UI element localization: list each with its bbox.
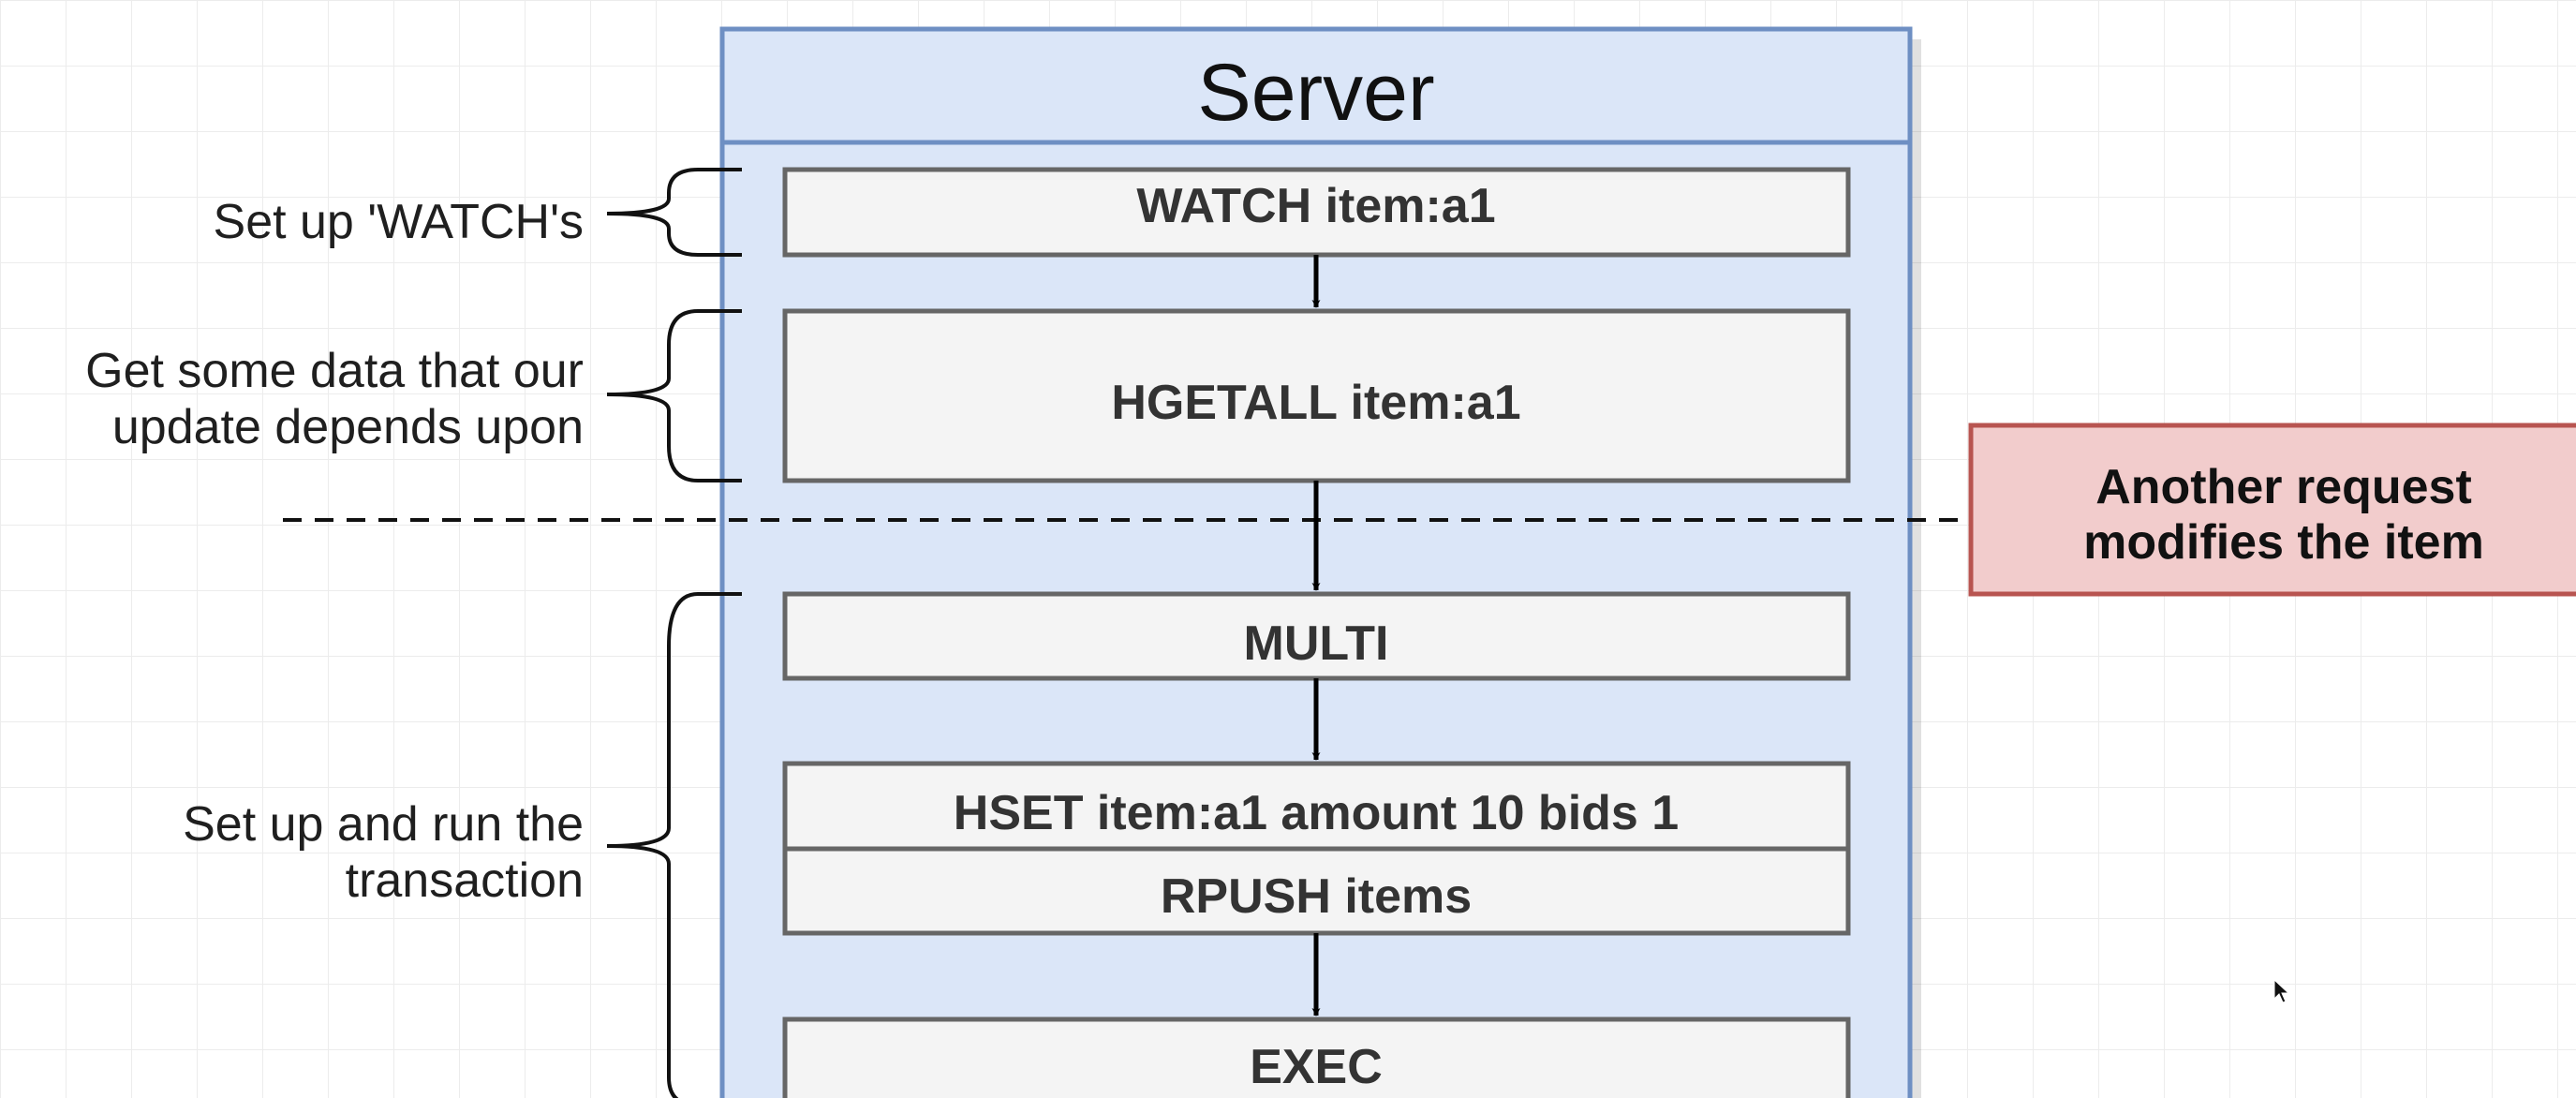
- hgetall-box-rect: [782, 308, 1851, 483]
- exec-command-label: EXEC: [1250, 1040, 1383, 1094]
- transaction-bracket-label-line-2: transaction: [346, 853, 584, 908]
- rpush-box-rect: [782, 846, 1851, 936]
- watch-box-rect: [782, 167, 1851, 258]
- hgetall-command-label: HGETALL item:a1: [1111, 376, 1520, 430]
- mouse-cursor-icon: [2273, 978, 2290, 1003]
- note-line-2: modifies the item: [2083, 515, 2484, 570]
- data-curly-brace: [606, 309, 742, 482]
- data-bracket-label-line-2: update depends upon: [112, 400, 584, 454]
- watch-box[interactable]: WATCH item:a1: [782, 167, 1851, 258]
- multi-command-label: MULTI: [1244, 616, 1389, 671]
- hgetall-box[interactable]: HGETALL item:a1: [782, 308, 1851, 483]
- another-request-note[interactable]: Another request modifies the item: [1968, 423, 2576, 597]
- rpush-command-label: RPUSH items: [1161, 869, 1472, 924]
- watch-command-label: WATCH item:a1: [1136, 179, 1495, 233]
- server-title: Server: [1197, 48, 1434, 138]
- transaction-curly-brace: [606, 592, 742, 1098]
- data-bracket-label-line-1: Get some data that our: [85, 344, 584, 398]
- hset-command-label: HSET item:a1 amount 10 bids 1: [954, 786, 1679, 840]
- hset-box[interactable]: HSET item:a1 amount 10 bids 1: [782, 761, 1851, 852]
- multi-box[interactable]: MULTI: [782, 591, 1851, 681]
- note-box-rect: [1968, 423, 2576, 597]
- watch-curly-brace: [606, 168, 742, 257]
- exec-box[interactable]: EXEC: [782, 1016, 1851, 1098]
- rpush-box[interactable]: RPUSH items: [782, 846, 1851, 936]
- transaction-bracket-label-line-1: Set up and run the: [183, 797, 584, 852]
- exec-box-rect: [782, 1016, 1851, 1098]
- hset-box-rect: [782, 761, 1851, 852]
- note-line-1: Another request: [2095, 460, 2472, 514]
- watch-bracket-label: Set up 'WATCH's: [214, 195, 584, 249]
